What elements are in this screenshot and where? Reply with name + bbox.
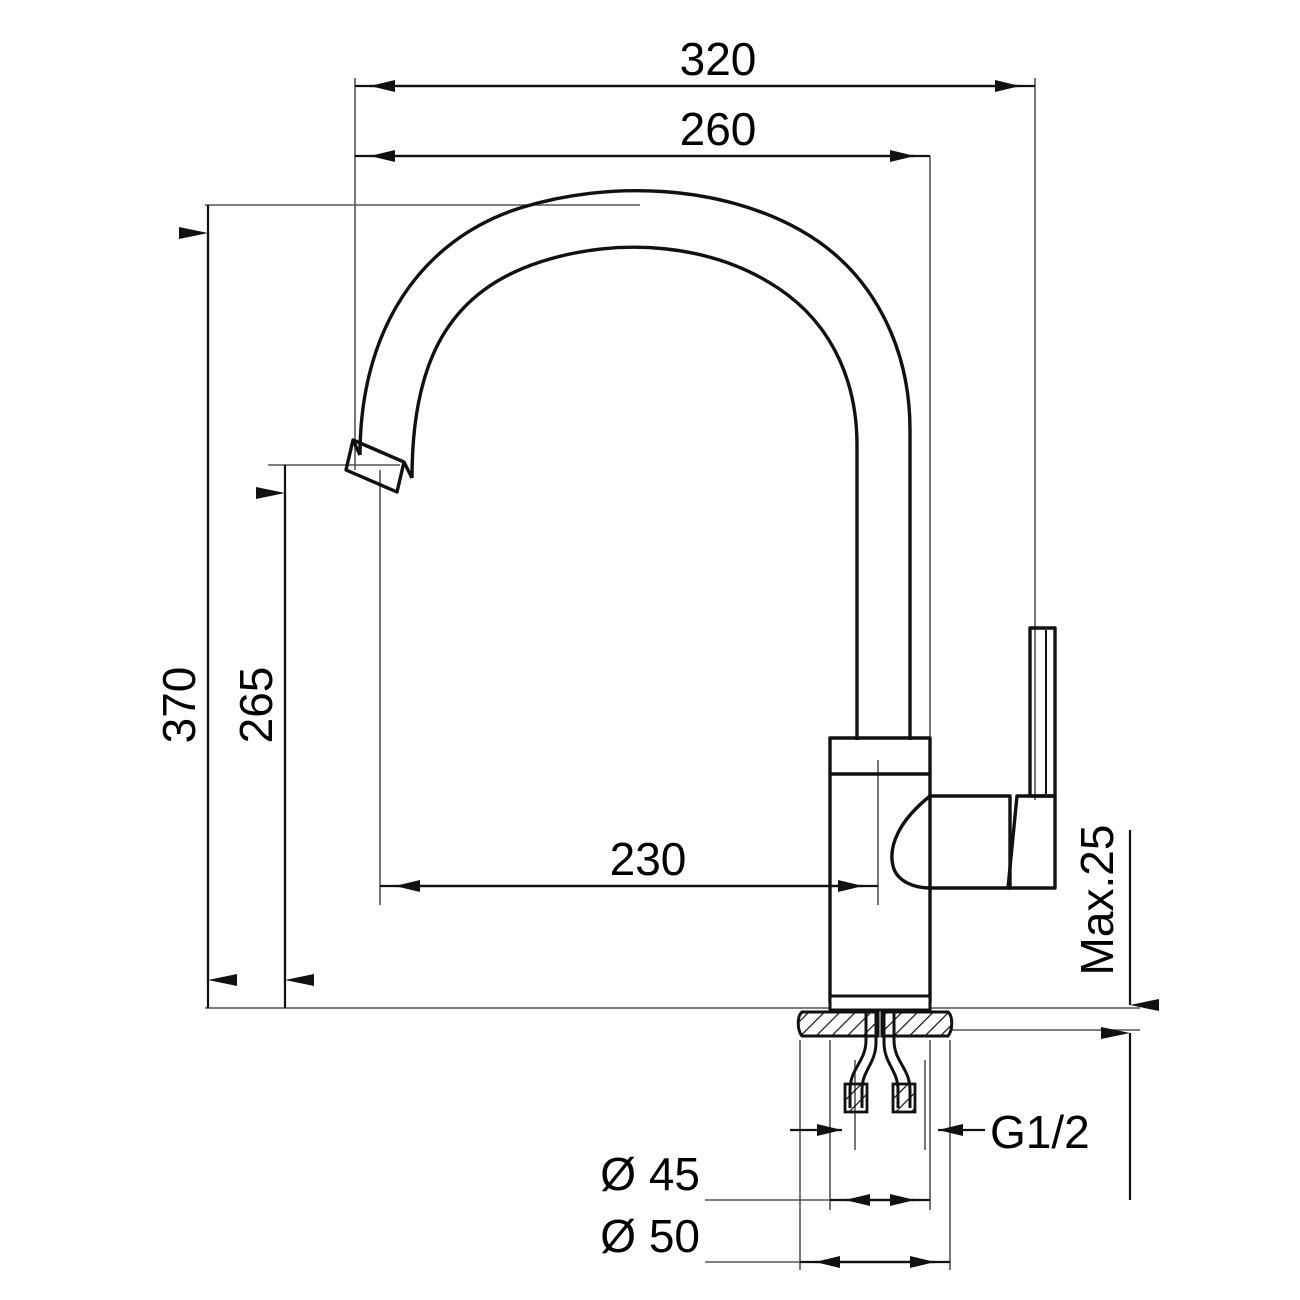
dimension-label-d45: Ø 45: [600, 1148, 700, 1200]
dimension-label-260: 260: [680, 103, 757, 155]
base-mounting-assembly: [796, 994, 954, 1114]
dimension-label-320: 320: [680, 33, 757, 85]
dimension-label-max25: Max.25: [1071, 825, 1123, 976]
dimension-label-d50: Ø 50: [600, 1210, 700, 1262]
outlet-edge-upper: [351, 439, 362, 456]
cartridge-nose-cone: [890, 794, 932, 890]
dimension-label-230: 230: [610, 833, 687, 885]
spout-inner-profile: [410, 245, 859, 740]
outlet-edge-lower: [402, 461, 414, 479]
dimension-label-265: 265: [230, 667, 282, 744]
hose-fitting-right: [891, 1082, 917, 1114]
faucet-body-outline: [344, 189, 1057, 1002]
aerator-outlet-face: [344, 438, 406, 494]
base-top-plate: [828, 994, 932, 1012]
hose-fitting-left: [843, 1082, 869, 1114]
dimension-label-370: 370: [153, 667, 205, 744]
lever-handle: [1028, 626, 1057, 798]
spout-collar: [828, 736, 932, 776]
dimension-label-g12: G1/2: [990, 1106, 1090, 1158]
spout-outer-profile: [358, 189, 912, 740]
escutcheon-flange-right: [880, 1010, 954, 1038]
dimension-lines: [179, 80, 1159, 1268]
cartridge-housing-left: [930, 794, 1012, 890]
